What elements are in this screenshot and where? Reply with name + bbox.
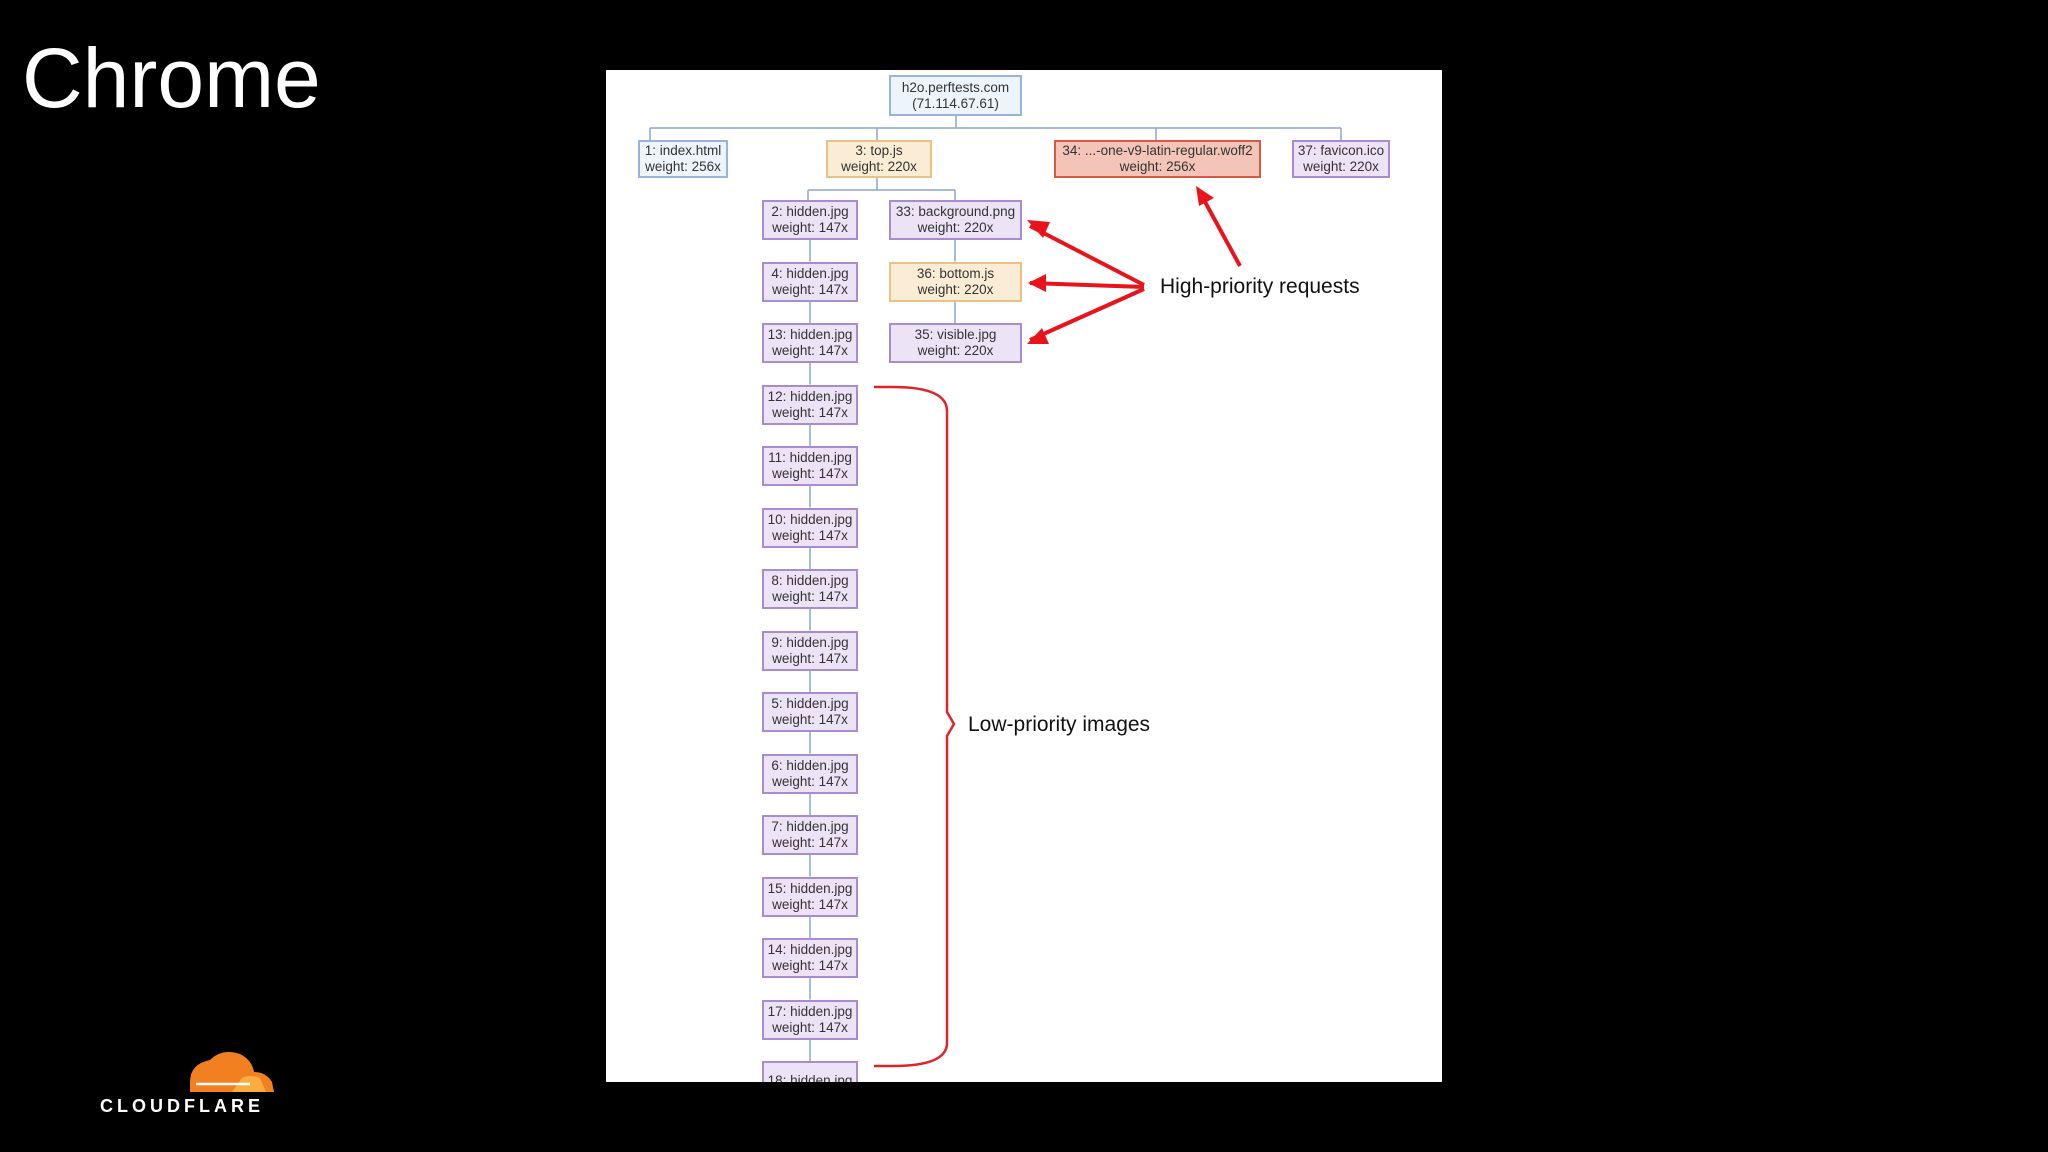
node-weight: weight: 147x xyxy=(772,958,848,973)
node-weight: weight: 147x xyxy=(772,773,848,789)
node-label: 4: hidden.jpg xyxy=(771,265,849,281)
priority-tree-diagram: h2o.perftests.com (71.114.67.61) 1: inde… xyxy=(606,70,1442,1082)
cloud-logo-icon xyxy=(190,1052,274,1092)
node-hidden-jpg: 18: hidden.jpg xyxy=(762,1061,858,1082)
high-priority-label: High-priority requests xyxy=(1160,275,1360,298)
node-label: 37: favicon.ico xyxy=(1297,143,1385,158)
node-label: 9: hidden.jpg xyxy=(771,634,849,650)
node-weight: weight: 256x xyxy=(645,159,721,174)
node-label: 34: ...-one-v9-latin-regular.woff2 xyxy=(1062,143,1253,158)
diagram-lines xyxy=(649,116,1342,1068)
node-weight: weight: 220x xyxy=(841,159,917,174)
node-label: 1: index.html xyxy=(644,143,722,158)
node-weight: weight: 147x xyxy=(772,466,848,481)
node-index-html: 1: index.html weight: 256x xyxy=(638,140,728,178)
node-label: 12: hidden.jpg xyxy=(767,388,853,404)
root-ip: (71.114.67.61) xyxy=(912,95,999,111)
high-priority-arrows xyxy=(1027,186,1242,344)
node-weight: weight: 147x xyxy=(772,404,848,420)
node-weight: weight: 147x xyxy=(772,527,848,543)
node-label: 6: hidden.jpg xyxy=(771,757,849,773)
chain-connectors xyxy=(809,240,956,1061)
node-weight: weight: 147x xyxy=(772,220,848,235)
node-weight: weight: 220x xyxy=(1303,159,1379,174)
node-weight: weight: 220x xyxy=(917,281,994,297)
node-weight: weight: 147x xyxy=(772,650,848,666)
node-weight: weight: 220x xyxy=(917,220,994,235)
node-label: 35: visible.jpg xyxy=(914,327,997,342)
node-weight: weight: 147x xyxy=(772,589,848,604)
node-label: 10: hidden.jpg xyxy=(767,511,853,527)
brand-name: CLOUDFLARE xyxy=(100,1096,264,1116)
node-label: 36: bottom.js xyxy=(916,265,995,281)
node-label: 13: hidden.jpg xyxy=(767,327,853,342)
slide-title: Chrome xyxy=(22,31,321,125)
node-label: 17: hidden.jpg xyxy=(767,1003,853,1019)
node-label: 11: hidden.jpg xyxy=(768,450,852,465)
node-label: 14: hidden.jpg xyxy=(767,942,853,957)
node-weight: weight: 147x xyxy=(772,343,848,358)
node-label: 18: hidden.jpg xyxy=(767,1073,853,1082)
node-label: 3: top.js xyxy=(855,143,903,158)
root-host: h2o.perftests.com xyxy=(901,79,1010,95)
root-node: h2o.perftests.com (71.114.67.61) xyxy=(889,75,1022,116)
node-label: 33: background.png xyxy=(895,204,1016,219)
node-label: 2: hidden.jpg xyxy=(771,204,849,219)
node-top-js: 3: top.js weight: 220x xyxy=(826,140,932,178)
node-weight: weight: 147x xyxy=(772,281,848,297)
node-weight: weight: 147x xyxy=(772,835,848,850)
low-priority-brace xyxy=(874,385,956,1068)
cloudflare-logo: CLOUDFLARE xyxy=(100,1050,280,1120)
node-font-woff2: 34: ...-one-v9-latin-regular.woff2 weigh… xyxy=(1054,140,1261,178)
node-label: 15: hidden.jpg xyxy=(767,880,853,896)
tree-connectors xyxy=(649,116,1342,200)
node-weight: weight: 220x xyxy=(917,343,994,358)
low-priority-label: Low-priority images xyxy=(968,713,1151,736)
node-label: 8: hidden.jpg xyxy=(771,573,849,588)
node-weight: weight: 147x xyxy=(772,1019,848,1035)
node-weight: weight: 147x xyxy=(772,712,848,727)
node-label: 5: hidden.jpg xyxy=(771,696,849,711)
node-label: 7: hidden.jpg xyxy=(771,819,849,834)
node-weight: weight: 147x xyxy=(772,896,848,912)
node-favicon-ico: 37: favicon.ico weight: 220x xyxy=(1292,140,1390,178)
node-weight: weight: 256x xyxy=(1119,159,1196,174)
